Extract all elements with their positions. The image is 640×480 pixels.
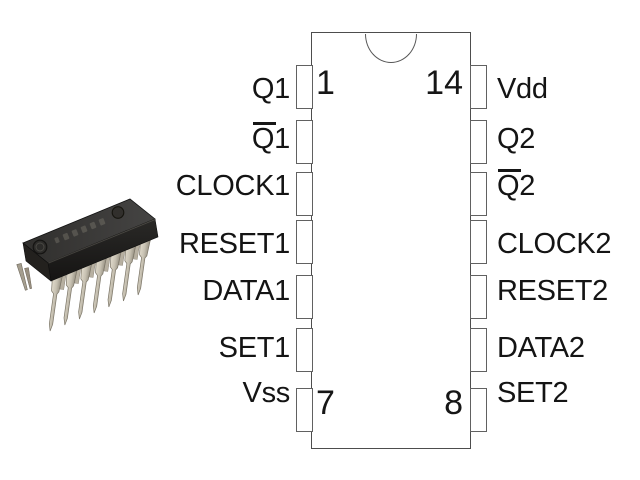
ic-body-outline	[311, 32, 471, 449]
pin-box-right-6	[470, 328, 487, 372]
pin-label-vss: Vss	[242, 377, 291, 409]
pin-label-data2: DATA2	[497, 332, 585, 364]
chip-leg	[63, 267, 78, 326]
dip-chip-photo	[16, 198, 159, 332]
overline-char: Q	[251, 122, 277, 155]
pin-box-right-7	[470, 388, 487, 432]
chip-marking-illegible	[54, 218, 106, 244]
pin-box-right-5	[470, 275, 487, 319]
pin-box-left-1	[296, 65, 313, 109]
chip-back-leg	[16, 263, 28, 291]
chip-leg	[107, 249, 122, 308]
chip-leg	[92, 255, 107, 314]
pin-label-clock1: CLOCK1	[175, 170, 291, 202]
pin-label-reset2: RESET2	[497, 275, 609, 307]
pin-label-q1: Q1	[251, 73, 290, 105]
pin-box-left-6	[296, 328, 313, 372]
pin-box-right-1	[470, 65, 487, 109]
chip-back-leg	[24, 267, 32, 289]
pin-label-set2: SET2	[497, 377, 569, 409]
pin-box-right-2	[470, 120, 487, 164]
chip-leg	[48, 273, 63, 332]
pin-label-vdd: Vdd	[497, 73, 548, 105]
mold-mark-icon	[111, 206, 125, 219]
pin-label-data1: DATA1	[202, 275, 290, 307]
chip-leg	[122, 243, 137, 302]
chip-leg	[136, 237, 151, 296]
pin-box-left-3	[296, 172, 313, 216]
chip-leg	[78, 261, 93, 320]
pin-label-reset1: RESET1	[178, 228, 290, 260]
pin-number-top-right: 14	[425, 64, 463, 102]
pin-number-top-left: 1	[316, 64, 335, 102]
pin-box-right-4	[470, 220, 487, 264]
pin1-dimple-icon	[32, 239, 48, 255]
pin-label-clock2: CLOCK2	[497, 228, 612, 260]
pin-label-q1-bar: Q1	[251, 122, 290, 155]
pin-box-right-3	[470, 172, 487, 216]
pin-number-bottom-left: 7	[316, 384, 335, 422]
pin1-dimple-inner-icon	[35, 242, 45, 252]
pin-label-q2: Q2	[497, 123, 536, 155]
pin-box-left-5	[296, 275, 313, 319]
overline-char: Q	[497, 169, 522, 202]
chip-bevel-highlight	[48, 219, 156, 264]
chip-legs	[48, 237, 151, 332]
chip-body-left-face	[22, 242, 52, 282]
pin-label-q2-bar: Q2	[497, 169, 536, 202]
pin-box-left-7	[296, 388, 313, 432]
pin-box-left-4	[296, 220, 313, 264]
pin-label-set1: SET1	[218, 332, 291, 364]
pin-number-bottom-right: 8	[444, 384, 463, 422]
pin-box-left-2	[296, 120, 313, 164]
